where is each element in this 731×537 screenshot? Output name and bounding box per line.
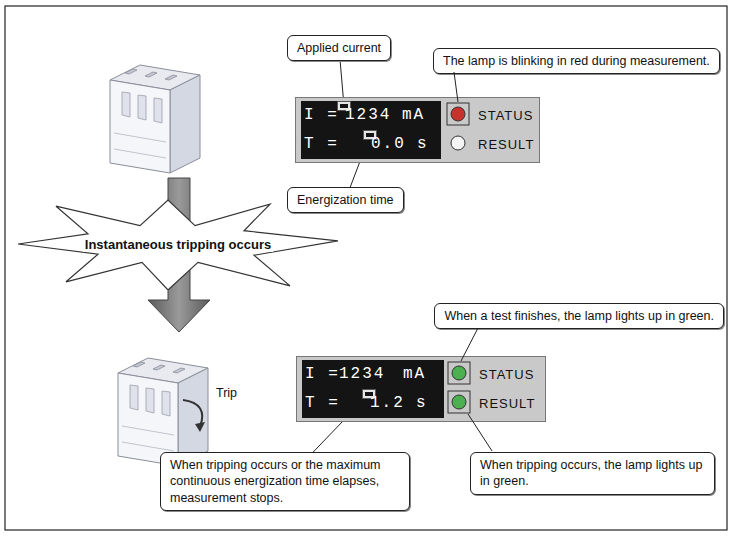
burst-shape: Instantaneous tripping occurs xyxy=(18,198,338,290)
result-lamp-off xyxy=(451,136,465,150)
leader-line xyxy=(468,414,492,451)
lcd-text: I = xyxy=(304,106,339,125)
node-text: 1234 xyxy=(345,106,391,125)
lcd-text: T = xyxy=(305,394,340,413)
lamp-label: STATUS xyxy=(478,108,533,124)
result-lamp-green xyxy=(452,395,466,409)
lcd-text: I = xyxy=(305,365,340,384)
lcd-text: s xyxy=(417,135,429,154)
lamp-frame xyxy=(448,362,470,384)
callout-box: Energization time xyxy=(287,187,404,213)
lcd-text: T = xyxy=(304,135,339,154)
time-value-box: 1.2 xyxy=(363,390,375,398)
lcd-text: mA xyxy=(403,365,426,384)
node-text: When a test finishes, the lamp lights up… xyxy=(444,308,714,324)
node-text: When tripping occurs, the lamp lights up… xyxy=(480,457,705,490)
display-panel: I = mA T = s STATUS RESULT 1234 0.0 xyxy=(295,97,540,163)
time-value-box: 0.0 xyxy=(364,131,376,139)
lcd-text: 1234 xyxy=(339,365,385,384)
lamp-label: STATUS xyxy=(479,367,534,383)
breaker-tripped xyxy=(118,358,208,466)
burst-polygon xyxy=(18,200,338,290)
node-text: Energization time xyxy=(297,192,394,208)
trip-label: Trip xyxy=(214,386,239,400)
status-lamp-green xyxy=(452,366,466,380)
callout-box: When tripping occurs or the maximum cont… xyxy=(160,452,410,511)
lamp-label: RESULT xyxy=(478,137,534,153)
node-text: Instantaneous tripping occurs xyxy=(83,237,273,252)
leader-line xyxy=(340,61,343,102)
lamp-frame xyxy=(448,391,470,413)
callout-box: Applied current xyxy=(287,35,391,61)
lamp-label: RESULT xyxy=(479,396,535,412)
node-text: The lamp is blinking in red during measu… xyxy=(443,53,710,69)
breaker-before xyxy=(110,65,200,173)
callout-box: The lamp is blinking in red during measu… xyxy=(433,48,720,74)
leader-line xyxy=(454,72,458,102)
display-panel: I =1234 mA T = s STATUS RESULT 1.2 xyxy=(296,356,546,422)
node-text: 1.2 xyxy=(370,394,405,413)
node-text: When tripping occurs or the maximum cont… xyxy=(170,457,400,506)
lamp-frame xyxy=(447,103,469,125)
lcd-text: mA xyxy=(402,106,425,125)
current-value-box: 1234 xyxy=(338,102,350,110)
outer-frame xyxy=(5,6,727,530)
callout-box: When a test finishes, the lamp lights up… xyxy=(434,303,724,329)
node-text: Applied current xyxy=(297,40,381,56)
trip-arrow xyxy=(183,400,202,426)
node-text: 0.0 xyxy=(371,135,406,154)
trip-arrowhead xyxy=(195,422,205,432)
lcd-text: s xyxy=(416,394,428,413)
leader-line xyxy=(461,328,478,361)
callout-box: When tripping occurs, the lamp lights up… xyxy=(470,452,715,495)
status-lamp-red xyxy=(451,107,465,121)
